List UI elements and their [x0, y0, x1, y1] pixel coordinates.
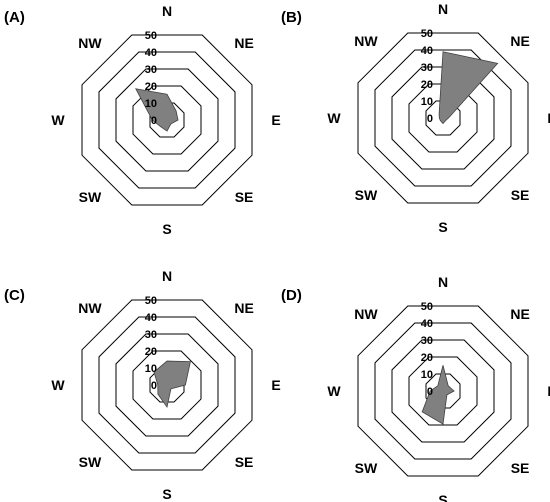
direction-label: NE	[234, 35, 253, 51]
direction-label: SE	[235, 189, 254, 205]
direction-label: W	[327, 383, 341, 399]
direction-label: NW	[354, 33, 378, 49]
radar-panel: (C) 0 10 20 30 40 50 N NE E SE S SW W NW	[4, 268, 281, 502]
panel-label: (C)	[4, 287, 25, 304]
tick-label: 10	[421, 96, 433, 108]
grid-ring	[98, 51, 236, 189]
tick-label: 0	[427, 113, 433, 125]
tick-label: 40	[145, 312, 157, 324]
direction-label: N	[162, 268, 172, 284]
tick-label: 0	[151, 115, 157, 127]
direction-label: NE	[510, 306, 529, 322]
direction-label: S	[162, 486, 171, 502]
direction-label: W	[327, 110, 341, 126]
tick-label: 30	[145, 64, 157, 76]
direction-label: SW	[355, 460, 378, 476]
direction-label: NE	[234, 300, 253, 316]
tick-label: 10	[421, 369, 433, 381]
direction-label: E	[547, 110, 550, 126]
direction-label: E	[271, 377, 280, 393]
direction-label: NW	[78, 35, 102, 51]
tick-label: 0	[427, 386, 433, 398]
tick-label: 10	[145, 363, 157, 375]
direction-label: W	[51, 112, 65, 128]
direction-label: E	[547, 383, 550, 399]
direction-label: S	[438, 492, 447, 502]
direction-label: S	[438, 219, 447, 235]
tick-label: 40	[421, 45, 433, 57]
grid-ring	[408, 356, 478, 426]
grid-ring	[357, 32, 529, 204]
radar-panel: (A) 0 10 20 30 40 50 N NE E SE S SW W NW	[4, 3, 281, 237]
tick-label: 50	[421, 301, 433, 313]
tick-label: 20	[421, 79, 433, 91]
grid-ring	[98, 316, 236, 454]
direction-label: SW	[355, 187, 378, 203]
tick-label: 0	[151, 380, 157, 392]
tick-label: 50	[421, 28, 433, 40]
grid-ring	[81, 299, 253, 471]
direction-label: SW	[79, 189, 102, 205]
tick-label: 50	[145, 30, 157, 42]
data-area	[153, 360, 191, 409]
direction-label: SE	[511, 187, 530, 203]
direction-label: E	[271, 112, 280, 128]
tick-label: 30	[145, 329, 157, 341]
tick-label: 10	[145, 98, 157, 110]
direction-label: SE	[235, 454, 254, 470]
grid-ring	[391, 66, 495, 170]
grid-ring	[132, 350, 202, 420]
direction-label: N	[438, 274, 448, 290]
radar-panel: (B) 0 10 20 30 40 50 N NE E SE S SW W NW	[281, 1, 550, 235]
direction-label: SE	[511, 460, 530, 476]
grid-ring	[408, 83, 478, 153]
direction-label: SW	[79, 454, 102, 470]
grid-ring	[115, 333, 219, 437]
grid-ring	[425, 100, 461, 136]
tick-label: 40	[145, 47, 157, 59]
grid-ring	[374, 49, 512, 187]
tick-label: 20	[145, 346, 157, 358]
grid-ring	[374, 322, 512, 460]
tick-label: 40	[421, 318, 433, 330]
grid-ring	[357, 305, 529, 477]
direction-label: NW	[78, 300, 102, 316]
data-area	[438, 51, 499, 125]
panel-label: (B)	[281, 9, 302, 26]
grid-ring	[81, 34, 253, 206]
grid-ring	[391, 339, 495, 443]
tick-label: 50	[145, 295, 157, 307]
tick-label: 20	[145, 81, 157, 93]
direction-label: N	[162, 3, 172, 19]
tick-label: 30	[421, 62, 433, 74]
direction-label: NE	[510, 33, 529, 49]
direction-label: W	[51, 377, 65, 393]
panel-label: (A)	[4, 9, 25, 26]
direction-label: S	[162, 221, 171, 237]
tick-label: 30	[421, 335, 433, 347]
direction-label: N	[438, 1, 448, 17]
panel-label: (D)	[281, 287, 302, 304]
tick-label: 20	[421, 352, 433, 364]
direction-label: NW	[354, 306, 378, 322]
grid-ring	[115, 68, 219, 172]
radar-panel: (D) 0 10 20 30 40 50 N NE E SE S SW W NW	[281, 274, 550, 502]
